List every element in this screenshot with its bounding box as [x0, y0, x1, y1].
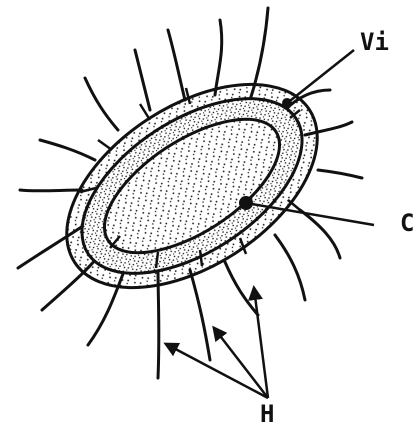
pointer-vi — [282, 50, 354, 108]
pointer-h — [166, 288, 268, 398]
flagellum — [85, 78, 118, 130]
flagellum — [40, 140, 95, 160]
cell-body — [31, 43, 353, 330]
flagellum — [215, 20, 222, 95]
label-vi: Vi — [360, 28, 389, 56]
label-c: C — [400, 209, 414, 237]
flagellum — [20, 190, 82, 191]
label-h: H — [260, 400, 274, 428]
flagellum — [190, 270, 210, 360]
flagellum — [168, 30, 185, 100]
flagellum — [275, 235, 305, 300]
flagellum — [318, 170, 362, 178]
flagellum — [135, 50, 150, 110]
